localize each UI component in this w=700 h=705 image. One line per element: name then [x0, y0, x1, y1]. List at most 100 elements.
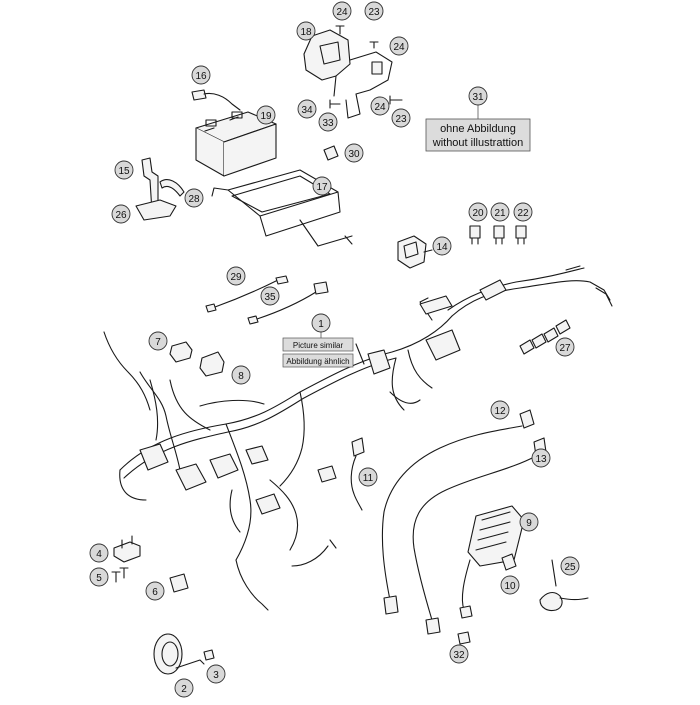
- relay-21-part: [493, 225, 505, 245]
- callout-27[interactable]: 27: [555, 337, 575, 357]
- screw-32-part: [457, 631, 471, 645]
- callout-9[interactable]: 9: [519, 512, 539, 532]
- svg-text:19: 19: [260, 111, 272, 122]
- svg-text:13: 13: [535, 454, 547, 465]
- svg-text:32: 32: [453, 650, 465, 661]
- svg-text:3: 3: [213, 670, 219, 681]
- nut-3-part: [203, 649, 215, 661]
- svg-text:24: 24: [374, 102, 386, 113]
- callout-5[interactable]: 5: [89, 567, 109, 587]
- callout-14[interactable]: 14: [432, 236, 452, 256]
- callout-28[interactable]: 28: [184, 188, 204, 208]
- callout-29[interactable]: 29: [226, 266, 246, 286]
- starter-relay-part: [397, 235, 433, 269]
- callout-2[interactable]: 2: [174, 678, 194, 698]
- svg-text:12: 12: [494, 406, 506, 417]
- note-without-illustration: without illustrattion: [432, 137, 524, 149]
- callout-23-bottom[interactable]: 23: [391, 108, 411, 128]
- svg-text:30: 30: [348, 149, 360, 160]
- callout-21[interactable]: 21: [490, 202, 510, 222]
- callout-16[interactable]: 16: [191, 65, 211, 85]
- svg-text:25: 25: [564, 562, 576, 573]
- svg-text:24: 24: [393, 42, 405, 53]
- callout-31[interactable]: 31: [468, 86, 488, 106]
- note-box-without-illustration: ohne Abbildung without illustrattion: [425, 118, 531, 152]
- svg-text:33: 33: [322, 118, 334, 129]
- svg-text:6: 6: [152, 587, 158, 598]
- callout-20[interactable]: 20: [468, 202, 488, 222]
- callout-24-top[interactable]: 24: [332, 1, 352, 21]
- fuse-box-part: [303, 25, 403, 119]
- cable-29-part: [205, 275, 289, 313]
- holder-26-part: [135, 199, 177, 221]
- callout-11[interactable]: 11: [358, 467, 378, 487]
- note-ohne-abbildung: ohne Abbildung: [440, 123, 516, 135]
- svg-text:22: 22: [517, 208, 529, 219]
- svg-text:17: 17: [316, 182, 328, 193]
- battery-strap-part: [211, 169, 353, 247]
- svg-text:20: 20: [472, 208, 484, 219]
- svg-text:18: 18: [300, 27, 312, 38]
- callout-15[interactable]: 15: [114, 160, 134, 180]
- sensor-10-part: [501, 553, 517, 571]
- svg-text:9: 9: [526, 518, 532, 529]
- callout-8[interactable]: 8: [231, 365, 251, 385]
- voltage-regulator-part: [459, 505, 525, 619]
- svg-text:23: 23: [368, 7, 380, 18]
- callout-33[interactable]: 33: [318, 112, 338, 132]
- callout-25[interactable]: 25: [560, 556, 580, 576]
- horn-part: [153, 633, 205, 675]
- clips-27-part: [519, 319, 571, 355]
- svg-text:1: 1: [318, 319, 324, 330]
- callout-24-right[interactable]: 24: [389, 36, 409, 56]
- callout-30[interactable]: 30: [344, 143, 364, 163]
- svg-text:34: 34: [301, 105, 313, 116]
- relay-22-part: [515, 225, 527, 245]
- cable-35-part: [247, 281, 329, 325]
- sensor-25-part: [539, 559, 589, 612]
- svg-text:26: 26: [115, 210, 127, 221]
- callout-3[interactable]: 3: [206, 664, 226, 684]
- callout-23-top[interactable]: 23: [364, 1, 384, 21]
- callout-26[interactable]: 26: [111, 204, 131, 224]
- callout-19[interactable]: 19: [256, 105, 276, 125]
- connector-6-part: [169, 573, 189, 593]
- callout-18[interactable]: 18: [296, 21, 316, 41]
- callout-6[interactable]: 6: [145, 581, 165, 601]
- screws-5-part: [111, 567, 129, 583]
- callout-13[interactable]: 13: [531, 448, 551, 468]
- svg-text:27: 27: [559, 343, 571, 354]
- callout-35[interactable]: 35: [260, 286, 280, 306]
- connector-30-part: [323, 145, 339, 161]
- note-box-picture-similar: Picture similar Abbildung ähnlich: [282, 337, 354, 368]
- svg-text:31: 31: [472, 92, 484, 103]
- holder-4-part: [113, 535, 141, 563]
- svg-text:4: 4: [96, 549, 102, 560]
- svg-text:16: 16: [195, 71, 207, 82]
- callout-1[interactable]: 1: [311, 313, 331, 333]
- svg-text:29: 29: [230, 272, 242, 283]
- callout-34[interactable]: 34: [297, 99, 317, 119]
- svg-text:10: 10: [504, 581, 516, 592]
- callout-4[interactable]: 4: [89, 543, 109, 563]
- svg-text:28: 28: [188, 194, 200, 205]
- cable-16-part: [191, 89, 241, 111]
- note-abbildung-aehnlich: Abbildung ähnlich: [286, 357, 349, 366]
- sensor-7-part: [169, 341, 193, 363]
- callout-7[interactable]: 7: [148, 331, 168, 351]
- svg-text:24: 24: [336, 7, 348, 18]
- cable-12-part: [381, 409, 535, 615]
- svg-text:8: 8: [238, 371, 244, 382]
- callout-12[interactable]: 12: [490, 400, 510, 420]
- callout-10[interactable]: 10: [500, 575, 520, 595]
- callout-24-bottom[interactable]: 24: [370, 96, 390, 116]
- callout-32[interactable]: 32: [449, 644, 469, 664]
- svg-text:15: 15: [118, 166, 130, 177]
- main-wiring-harness-part: [103, 265, 613, 611]
- svg-text:21: 21: [494, 208, 506, 219]
- sensor-8-part: [199, 351, 225, 377]
- svg-text:35: 35: [264, 292, 276, 303]
- callout-22[interactable]: 22: [513, 202, 533, 222]
- callout-17[interactable]: 17: [312, 176, 332, 196]
- svg-text:7: 7: [155, 337, 161, 348]
